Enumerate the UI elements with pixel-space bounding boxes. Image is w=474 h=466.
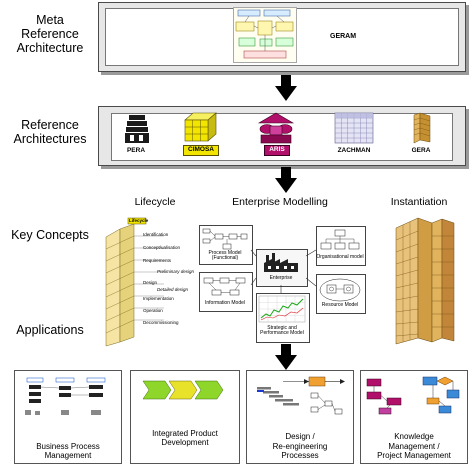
down-arrow-3	[275, 344, 297, 370]
geram-diagram-svg	[235, 9, 294, 59]
instantiation-diagram	[395, 217, 455, 345]
geram-box	[259, 38, 273, 47]
cimosa-label-box	[183, 145, 219, 156]
app-label-ipd: Integrated Product Development	[152, 428, 218, 447]
app-design-reengineering: Design / Re-engineering Processes	[246, 370, 354, 464]
geram-connector	[276, 15, 285, 23]
aris-label-box	[264, 145, 290, 156]
level-label-reference: Reference Architectures	[13, 118, 87, 146]
geram-box	[238, 37, 256, 47]
arch-label-gera: GERA	[411, 147, 431, 154]
geram-box	[275, 37, 294, 47]
level-label-key-concepts: Key Concepts	[11, 228, 89, 242]
model-label-enterprise: Enterprise	[269, 275, 293, 281]
app-business-process-management: Business Process Management	[14, 370, 122, 464]
cimosa-cube-icon	[184, 112, 217, 142]
lifecycle-phase: Detailed design	[157, 287, 189, 292]
level-label-meta: Meta Reference Architecture	[16, 13, 84, 55]
bpm-diagram	[25, 377, 106, 415]
app-label-design: Design / Re-engineering Processes	[272, 432, 328, 460]
lifecycle-phase: Preliminary design	[157, 269, 195, 274]
arch-label-pera: PERA	[126, 147, 146, 154]
model-label-organisational: Organisational model	[316, 254, 364, 260]
header-lifecycle: Lifecycle	[134, 196, 176, 208]
down-arrow-2	[275, 167, 297, 193]
lifecycle-tag-label: Lifecycle	[129, 218, 149, 223]
instantiation-layers	[395, 217, 455, 345]
arch-label-cimosa: CIMOSA	[188, 146, 214, 153]
level-label-applications: Applications	[16, 323, 84, 337]
lifecycle-phase: Design	[143, 280, 158, 285]
chevron-process-icon	[142, 380, 224, 400]
lifecycle-phase: Operation	[143, 308, 163, 313]
lifecycle-layers	[105, 217, 164, 347]
lifecycle-diagram	[104, 212, 204, 347]
model-label-strategic: Strategic and Performance Model	[260, 325, 304, 337]
lifecycle-phase: Concept/ualisation	[143, 245, 181, 250]
organisational-model-diagram	[320, 229, 360, 250]
geram-connector	[244, 15, 250, 23]
arch-label-zachman: ZACHMAN	[337, 147, 371, 154]
app-knowledge-project-management: Knowledge Management / Project Managemen…	[360, 370, 468, 464]
zachman-grid-icon	[334, 112, 374, 144]
model-label-resource: Resource Model	[321, 302, 359, 308]
gera-cube-icon	[413, 112, 431, 144]
geram-box	[263, 9, 291, 17]
lifecycle-phase: Requirements	[143, 258, 172, 263]
header-instantiation: Instantiation	[390, 196, 448, 208]
lifecycle-stack-svg	[105, 217, 164, 347]
factory-icon	[264, 253, 298, 272]
aris-house-icon	[257, 112, 295, 144]
resource-model-box	[316, 274, 366, 314]
information-model-diagram	[203, 277, 246, 296]
down-arrow-1	[275, 75, 297, 101]
geram-connector	[271, 25, 277, 29]
lifecycle-phase: Identification	[143, 232, 169, 237]
process-model-diagram	[202, 228, 248, 250]
resource-model-diagram	[319, 278, 361, 302]
geram-label: GERAM	[330, 33, 357, 40]
gantt-diagram-icon	[257, 376, 345, 415]
model-label-information: Information Model	[204, 300, 246, 306]
app-label-bpm: Business Process Management	[36, 441, 100, 460]
header-enterprise-modelling: Enterprise Modelling	[232, 196, 328, 208]
knowledge-map-icon	[366, 376, 460, 415]
model-label-process: Process Model (Functional)	[208, 250, 242, 262]
lifecycle-phase: Decommissioning	[143, 320, 179, 325]
geram-box	[275, 21, 294, 32]
app-integrated-product-development: Integrated Product Development	[130, 370, 240, 464]
geram-diagram	[233, 7, 297, 63]
app-label-knowledge: Knowledge Management / Project Managemen…	[377, 432, 451, 460]
lifecycle-phase: Implementation	[143, 296, 174, 301]
performance-chart-icon	[258, 295, 306, 323]
arch-label-aris: ARIS	[269, 146, 285, 153]
pera-icon	[125, 115, 149, 143]
geram-connector	[253, 25, 259, 29]
